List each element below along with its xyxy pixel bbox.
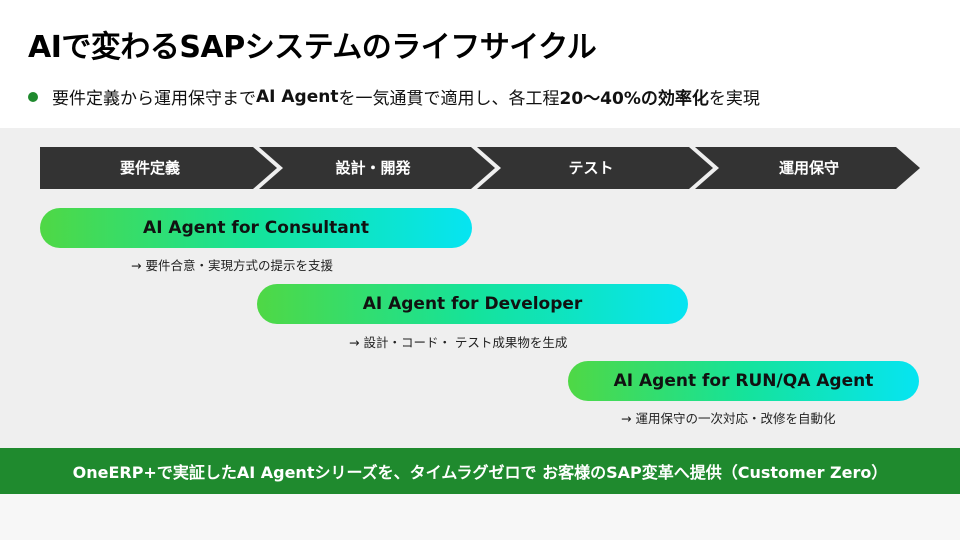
phase-chevron-3 [477, 147, 713, 189]
phase-chevron-1 [40, 147, 277, 189]
agent-runqa-pill: AI Agent for RUN/QA Agent [568, 361, 919, 401]
agent-developer-note: → 設計・コード・ テスト成果物を生成 [349, 335, 568, 350]
footer-text: OneERP+で実証したAI Agentシリーズを、タイムラグゼロで お客様のS… [72, 463, 888, 482]
agent-developer-pill: AI Agent for Developer [257, 284, 688, 324]
footer-banner: OneERP+で実証したAI Agentシリーズを、タイムラグゼロで お客様のS… [0, 448, 960, 494]
phase-chevron-4 [695, 147, 920, 189]
phase-label-operation: 運用保守 [778, 159, 839, 177]
agent-runqa-note: → 運用保守の一次対応・改修を自動化 [621, 411, 836, 426]
phase-label-requirements: 要件定義 [119, 159, 180, 177]
agent-consultant-note: → 要件合意・実現方式の提示を支援 [131, 258, 333, 273]
subtitle-bold-1: AI Agent [256, 86, 339, 107]
agent-consultant-pill: AI Agent for Consultant [40, 208, 472, 248]
phase-chevron-2 [259, 147, 495, 189]
subtitle-text-1: 要件定義から運用保守まで [52, 89, 256, 109]
phase-chevrons-graphic [40, 147, 920, 189]
bullet-icon [28, 91, 38, 102]
phase-label-design-dev: 設計・開発 [335, 159, 411, 177]
phase-label-test: テスト [568, 159, 614, 177]
slide-title: AIで変わるSAPシステムのライフサイクル [28, 30, 597, 65]
subtitle-bold-2: 20～40%の効率化 [559, 89, 709, 109]
subtitle-text-3: を実現 [708, 89, 760, 109]
phase-chevron-bar: 要件定義 設計・開発 テスト 運用保守 [40, 147, 920, 189]
subtitle-text-2: を一気通貫で適用し、各工程 [338, 89, 560, 109]
bottom-strip [0, 494, 960, 540]
subtitle: 要件定義から運用保守まで AI Agent を一気通貫で適用し、各工程 20～4… [28, 84, 760, 109]
